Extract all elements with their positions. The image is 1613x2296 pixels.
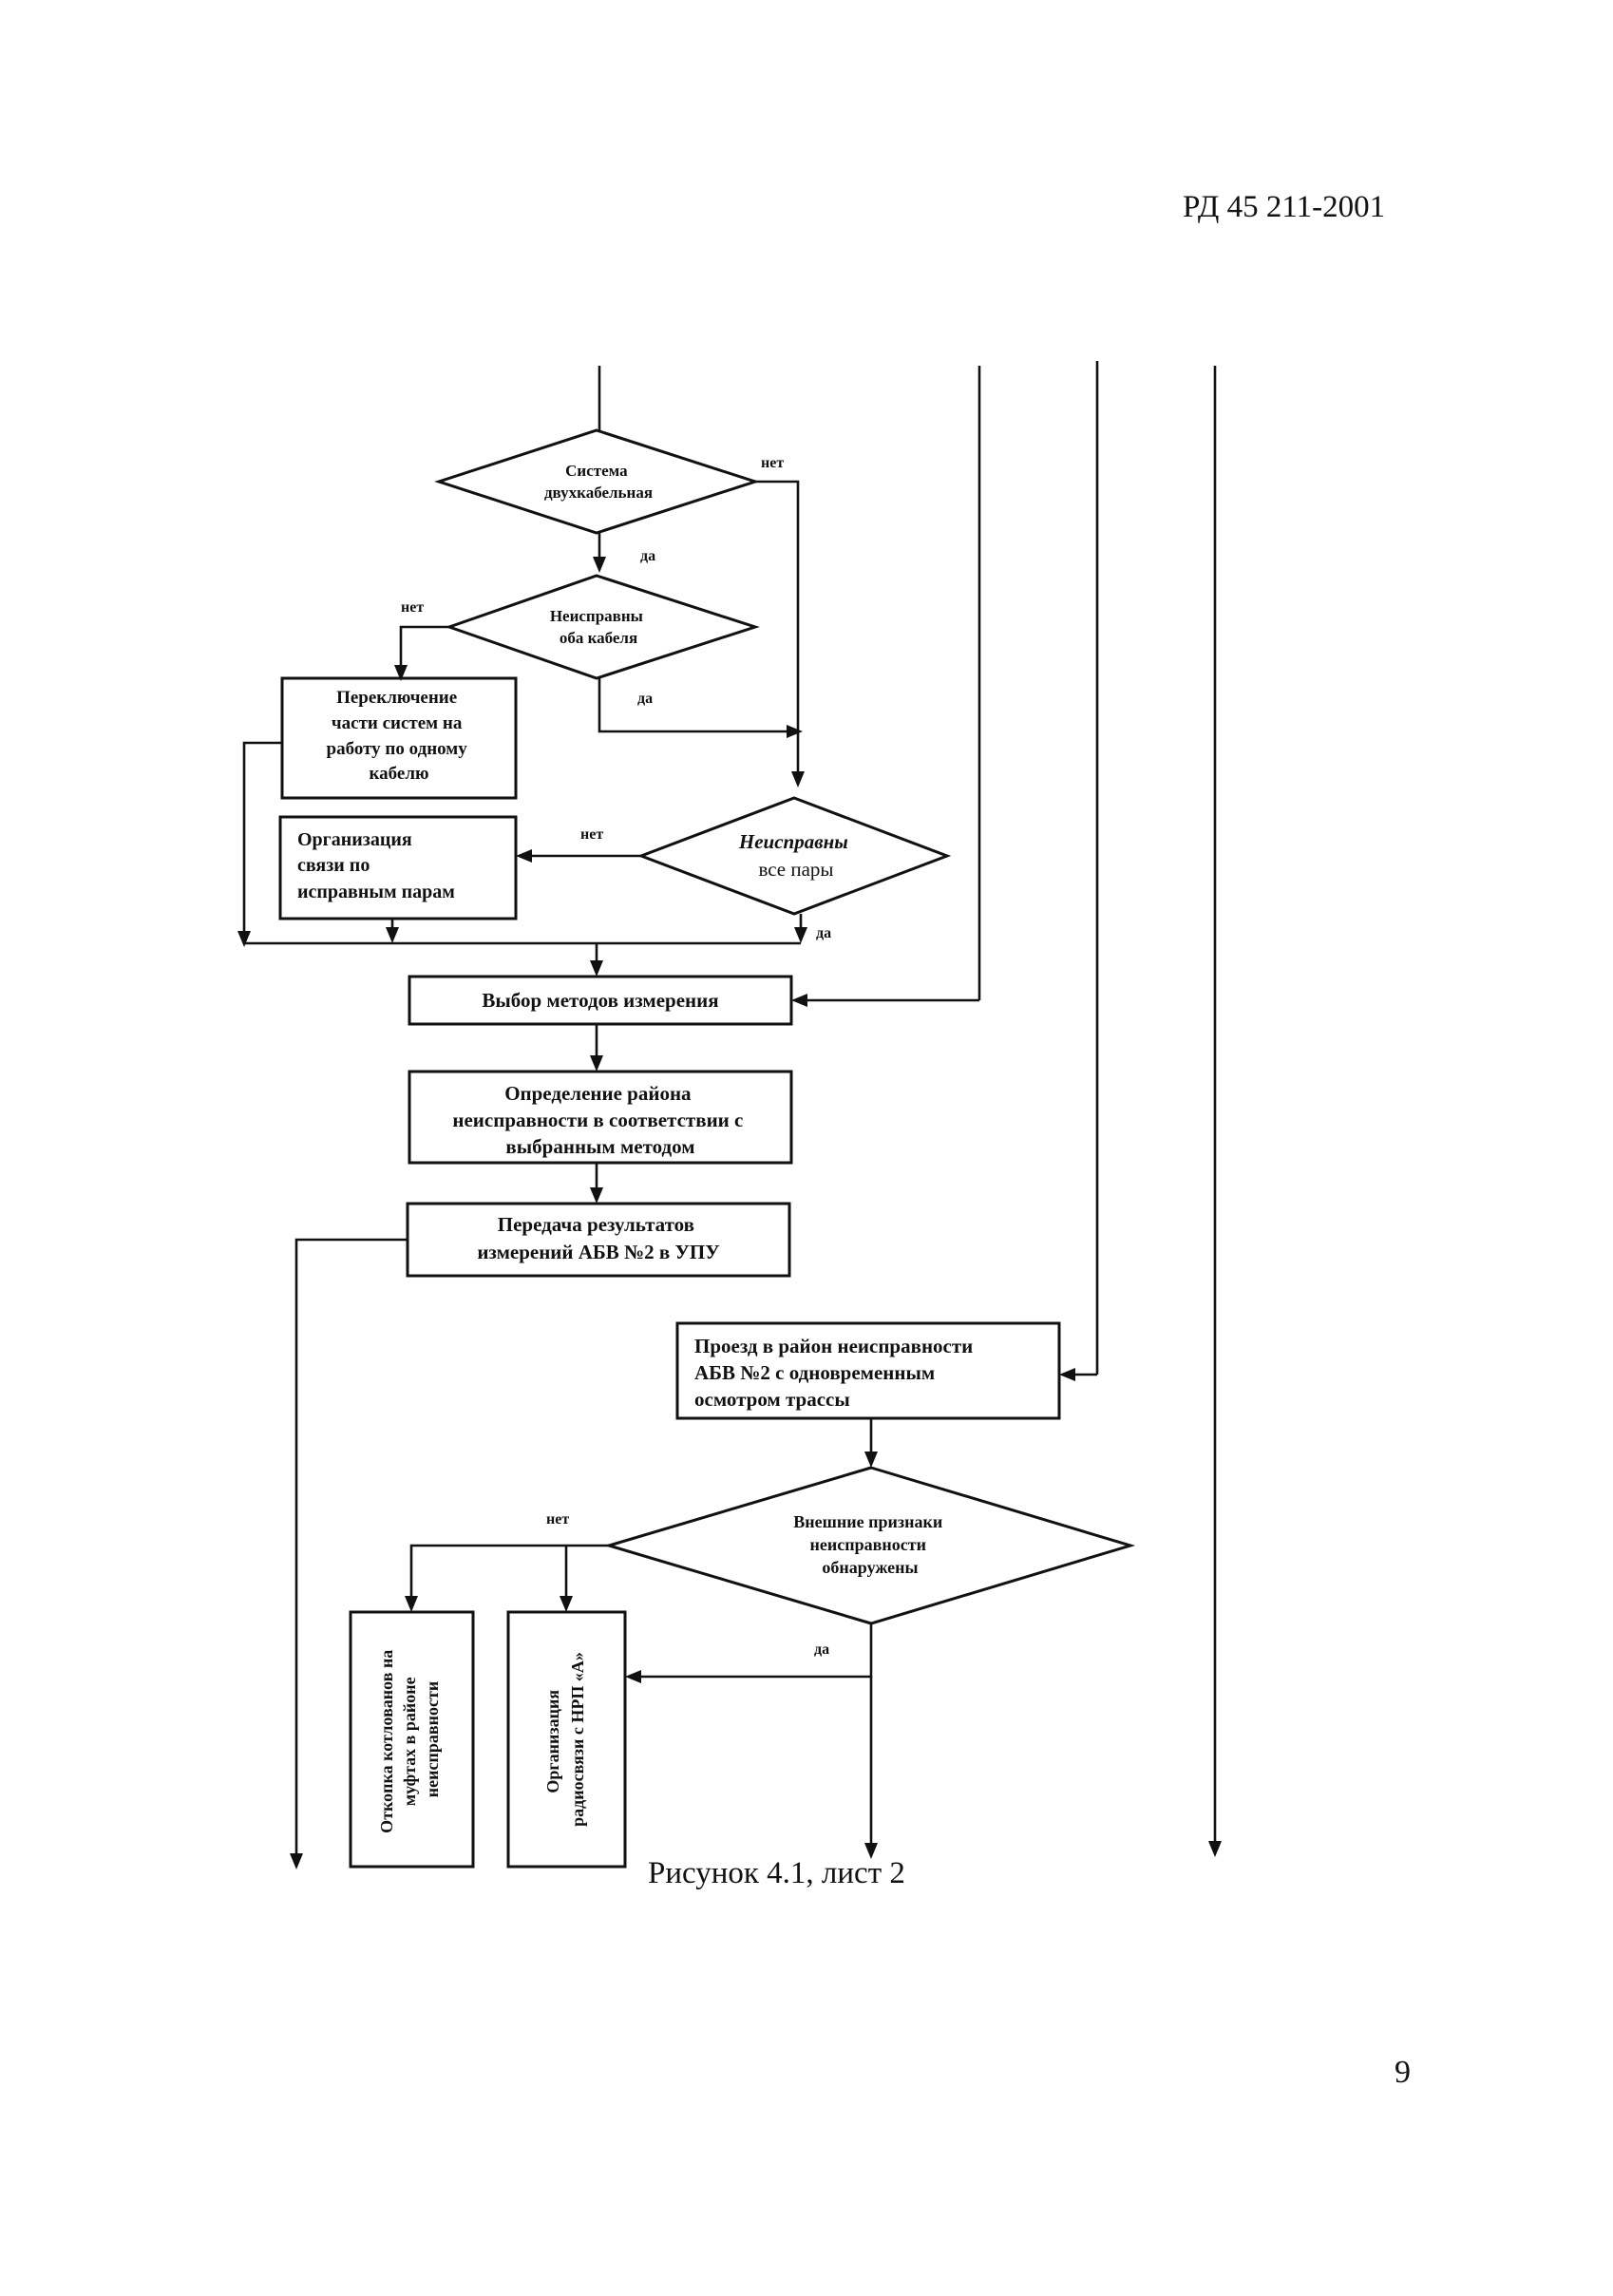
label-two-cable-system: Система двухкабельная [544, 462, 653, 502]
document-code: РД 45 211-2001 [1183, 190, 1386, 224]
label-organize-link-good-pairs: Организация связи по исправным парам [297, 829, 455, 902]
branch-no-both-faulty: нет [401, 599, 424, 616]
label-organize-radio-link: Организация радиосвязи с НРП «А» [543, 1652, 587, 1827]
process-select-measurement-method [408, 975, 793, 1026]
process-organize-link-good-pairs [278, 815, 518, 920]
branch-no-two-cable: нет [761, 455, 784, 471]
decision-all-pairs-faulty [636, 796, 952, 916]
process-switch-to-one-cable [280, 676, 518, 800]
label-transmit-results: Передача результатов измерений АБВ №2 в … [477, 1213, 719, 1263]
label-determine-fault-area: Определение района неисправности в соотв… [452, 1082, 748, 1158]
label-switch-to-one-cable: Переключение части систем на работу по о… [327, 688, 472, 784]
figure-caption: Рисунок 4.1, лист 2 [648, 1856, 905, 1890]
label-both-cables-faulty: Неисправны оба кабеля [550, 607, 647, 647]
branch-no-external-signs: нет [546, 1511, 569, 1528]
label-excavate-pits: Откопка котлованов на муфтах в районе не… [377, 1645, 442, 1833]
label-travel-to-fault-area: Проезд в район неисправности АБВ №2 с од… [694, 1335, 978, 1411]
branch-yes-both-faulty: да [637, 691, 653, 707]
branch-yes-all-pairs: да [816, 925, 831, 941]
connectors [242, 361, 1217, 1857]
decision-two-cable-system [434, 428, 760, 535]
label-external-signs-found: Внешние признаки неисправности обнаружен… [793, 1512, 946, 1577]
process-organize-radio-link [506, 1610, 627, 1869]
branch-yes-two-cable: да [640, 548, 655, 564]
branch-yes-external-signs: да [814, 1641, 829, 1658]
arrowheads [237, 557, 1222, 1869]
process-transmit-results [406, 1202, 791, 1278]
process-excavate-pits [349, 1610, 475, 1869]
label-select-measurement-method: Выбор методов измерения [482, 989, 718, 1012]
process-travel-to-fault-area [675, 1321, 1061, 1420]
page-number: 9 [1395, 2055, 1411, 2090]
branch-no-all-pairs: нет [580, 826, 603, 843]
label-all-pairs-faulty: Неисправны все пары [738, 830, 853, 881]
decision-both-cables-faulty [445, 574, 760, 680]
process-determine-fault-area [408, 1070, 793, 1165]
